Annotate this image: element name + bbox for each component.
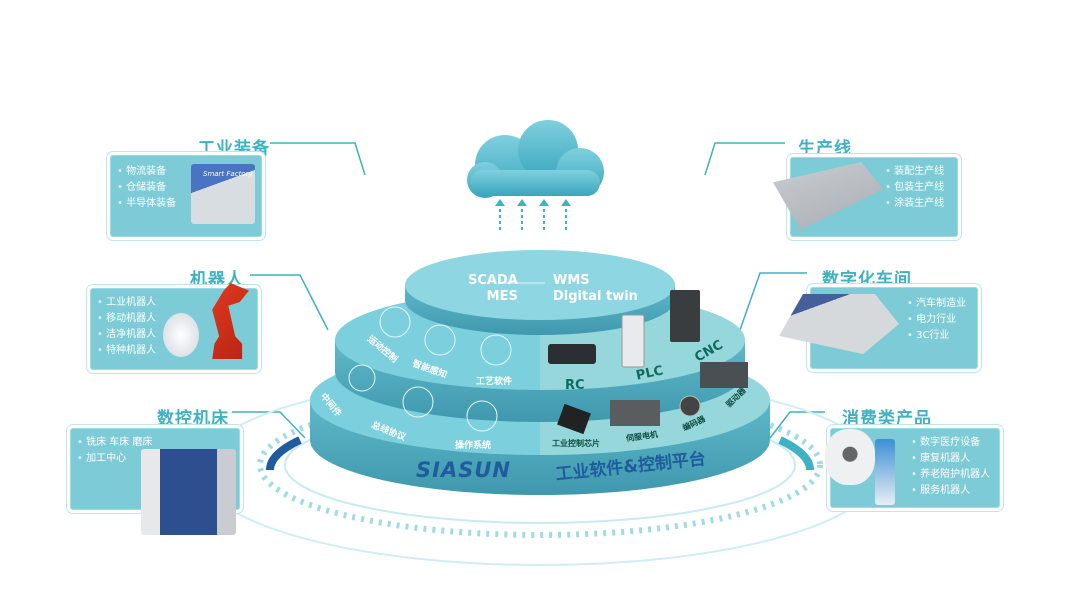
cnc-machines-title: 数控机床 bbox=[157, 409, 229, 429]
industrial-robot-image bbox=[212, 283, 249, 359]
production-line-image bbox=[773, 162, 883, 230]
upload-arrows bbox=[499, 205, 567, 230]
list-item: 移动机器人 bbox=[97, 311, 156, 327]
list-item: 加工中心 bbox=[77, 451, 152, 467]
list-item: 汽车制造业 bbox=[907, 296, 966, 312]
consumer-products-panel: 数字医疗设备 康复机器人 养老陪护机器人 服务机器人 bbox=[825, 428, 1000, 508]
digital-workshop-title: 数字化车间 bbox=[822, 270, 912, 290]
motion-control-icon bbox=[379, 306, 411, 338]
list-item: 特种机器人 bbox=[97, 343, 156, 359]
smart-factory-caption: Smart Factory bbox=[203, 170, 253, 178]
digital-twin-label: Digital twin bbox=[553, 289, 638, 304]
scada-label: SCADA bbox=[468, 273, 518, 288]
process-software-label: 工艺软件 bbox=[476, 377, 513, 387]
production-lines-panel: 装配生产线 包装生产线 涂装生产线 bbox=[773, 157, 958, 237]
siasun-logo: SIASUN bbox=[416, 458, 511, 482]
os-icon bbox=[466, 400, 498, 432]
smart-sensing-icon bbox=[424, 324, 456, 356]
rc-label: RC bbox=[565, 378, 585, 393]
list-item: 洁净机器人 bbox=[97, 327, 156, 343]
os-label: 操作系统 bbox=[455, 441, 492, 451]
consumer-products-title: 消费类产品 bbox=[842, 409, 932, 429]
robots-panel: 工业机器人 移动机器人 洁净机器人 特种机器人 bbox=[90, 283, 258, 370]
ct-scanner-image bbox=[825, 429, 875, 485]
top-layer-right: WMS Digital twin bbox=[553, 273, 638, 305]
list-item: 3C行业 bbox=[907, 328, 966, 344]
list-item: 半导体装备 bbox=[117, 196, 176, 212]
mes-label: MES bbox=[486, 289, 518, 304]
smart-factory-image: Smart Factory bbox=[191, 164, 255, 224]
list-item: 仓储装备 bbox=[117, 180, 176, 196]
cnc-machines-panel: 铣床 车床 磨床 加工中心 bbox=[70, 428, 240, 535]
cnc-machine-image bbox=[141, 449, 236, 535]
chip-label: 工业控制芯片 bbox=[552, 439, 600, 448]
list-item: 物流装备 bbox=[117, 164, 176, 180]
list-item: 装配生产线 bbox=[885, 164, 944, 180]
list-item: 工业机器人 bbox=[97, 295, 156, 311]
list-item: 康复机器人 bbox=[911, 451, 990, 467]
production-lines-title: 生产线 bbox=[798, 139, 852, 159]
list-item: 铣床 车床 磨床 bbox=[77, 435, 152, 451]
process-software-icon bbox=[480, 334, 512, 366]
hardware-devices bbox=[548, 290, 748, 435]
top-layer-left: SCADA MES bbox=[468, 273, 518, 305]
rehab-robot-image bbox=[875, 439, 895, 505]
list-item: 电力行业 bbox=[907, 312, 966, 328]
industrial-equipment-panel: 物流装备 仓储装备 半导体装备 Smart Factory bbox=[110, 155, 262, 237]
middleware-icon bbox=[348, 364, 376, 392]
list-item: 数字医疗设备 bbox=[911, 435, 990, 451]
list-item: 养老陪护机器人 bbox=[911, 467, 990, 483]
wms-label: WMS bbox=[553, 273, 590, 288]
industrial-equipment-title: 工业装备 bbox=[198, 139, 270, 159]
bus-protocol-icon bbox=[402, 386, 434, 418]
cloud-icon bbox=[467, 120, 604, 198]
list-item: 包装生产线 bbox=[885, 180, 944, 196]
list-item: 服务机器人 bbox=[911, 483, 990, 499]
clean-robot-image bbox=[163, 313, 199, 357]
digital-workshop-panel: 汽车制造业 电力行业 3C行业 bbox=[779, 287, 978, 369]
list-item: 涂装生产线 bbox=[885, 196, 944, 212]
